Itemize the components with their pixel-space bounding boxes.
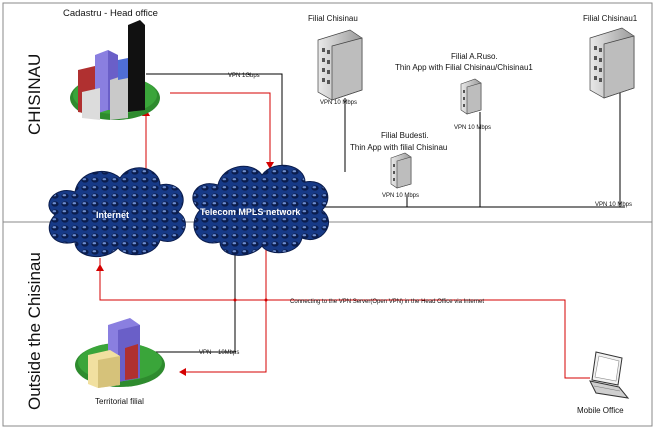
head-office-label: Cadastru - Head office [63, 8, 158, 19]
territorial-filial-label: Territorial filial [95, 397, 144, 406]
filial-budesti-label-2: Thin App with filial Chisinau [350, 143, 447, 152]
red-links [96, 92, 590, 379]
filial-budesti-icon [390, 152, 412, 189]
junction-dot [233, 298, 237, 302]
junction-dot [264, 298, 268, 302]
internet-cloud: Internet [48, 167, 186, 258]
head-office-icon [70, 20, 160, 120]
vpn-budesti-label: VPN 10 Mbps [382, 193, 419, 199]
zone-label-outside: Outside the Chisinau [25, 252, 44, 410]
vpn-chisinau-label: VPN 10 Mbps [320, 100, 357, 106]
mpls-label: Telecom MPLS network [200, 207, 301, 217]
filial-chisinau1-label: Filial Chisinau1 [583, 14, 638, 23]
territorial-filial-icon [75, 318, 165, 388]
vpn-territorial-label: VPN – 10Mbps [199, 350, 239, 356]
vpn-1gbps-label: VPN 1Gbps [228, 73, 260, 79]
internet-label: Internet [96, 210, 129, 220]
mpls-cloud: Telecom MPLS network [192, 164, 329, 256]
black-links [146, 65, 625, 353]
filial-chisinau1-icon [589, 27, 635, 99]
filial-chisinau-icon [317, 29, 363, 101]
filial-chisinau-label: Filial Chisinau [308, 14, 358, 23]
vpn-chisinau1-label: VPN 10 Mbps [595, 202, 632, 208]
filial-aruso-icon [460, 78, 482, 115]
laptop-icon [589, 351, 630, 399]
filial-budesti-label-1: Filial Budesti. [381, 131, 429, 140]
zone-label-chisinau: CHISINAU [25, 54, 44, 135]
filial-aruso-label-2: Thin App with Filial Chisinau/Chisinau1 [395, 63, 533, 72]
vpn-server-note: Connecting to the VPN Server(Open VPN) i… [290, 299, 484, 305]
mobile-office-label: Mobile Office [577, 406, 624, 415]
filial-aruso-label-1: Filial A.Ruso. [451, 52, 498, 61]
vpn-aruso-label: VPN 10 Mbps [454, 125, 491, 131]
